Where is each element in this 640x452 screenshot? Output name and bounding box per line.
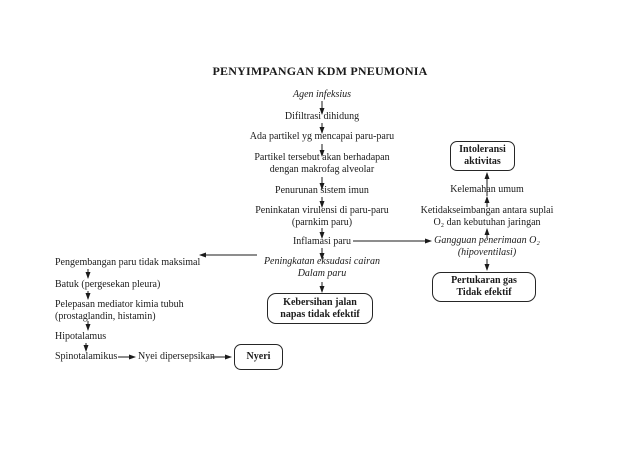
node-kelemahan-umum: Kelemahan umum xyxy=(450,184,524,195)
box-nyeri: Nyeri xyxy=(234,344,283,370)
node-hipotalamus: Hipotalamus xyxy=(55,331,107,342)
node-agen-infeksius: Agen infeksius xyxy=(292,89,352,100)
node-difiltrasi-dihidung: Difiltrasi dihidung xyxy=(284,111,360,122)
node-nyei-dipersepsikan: Nyei dipersepsikan xyxy=(138,351,215,362)
node-partikel-berhadapan: Partikel tersebut akan berhadapan dengan… xyxy=(254,152,390,175)
page-title: PENYIMPANGAN KDM PNEUMONIA xyxy=(212,64,428,78)
node-peninkatan-virulensi: Peninkatan virulensi di paru-paru (parnk… xyxy=(255,205,389,228)
node-ketidakseimbangan: Ketidakseimbangan antara suplai O₂ dan k… xyxy=(420,205,554,228)
node-pengembangan-paru: Pengembangan paru tidak maksimal xyxy=(55,257,201,268)
node-gangguan-penerimaan: Gangguan penerimaan O₂ (hipoventilasi) xyxy=(434,235,540,258)
node-ada-partikel: Ada partikel yg mencapai paru-paru xyxy=(249,131,395,142)
node-spinotalamikus: Spinotalamikus xyxy=(55,351,118,362)
node-peningkatan-eksudasi: Peningkatan eksudasi cairan Dalam paru xyxy=(263,256,381,279)
node-batuk: Batuk (pergesekan pleura) xyxy=(55,279,161,290)
node-inflamasi-paru: Inflamasi paru xyxy=(292,236,352,247)
node-penurunan-sistem-imun: Penurunan sistem imun xyxy=(275,185,369,196)
node-pelepasan-mediator: Pelepasan mediator kimia tubuh (prostagl… xyxy=(55,299,184,322)
box-kebersihan-jalan-napas: Kebersihan jalan napas tidak efektif xyxy=(267,293,373,324)
box-pertukaran-gas: Pertukaran gas Tidak efektif xyxy=(432,272,536,302)
box-intoleransi-aktivitas: Intoleransi aktivitas xyxy=(450,141,515,171)
